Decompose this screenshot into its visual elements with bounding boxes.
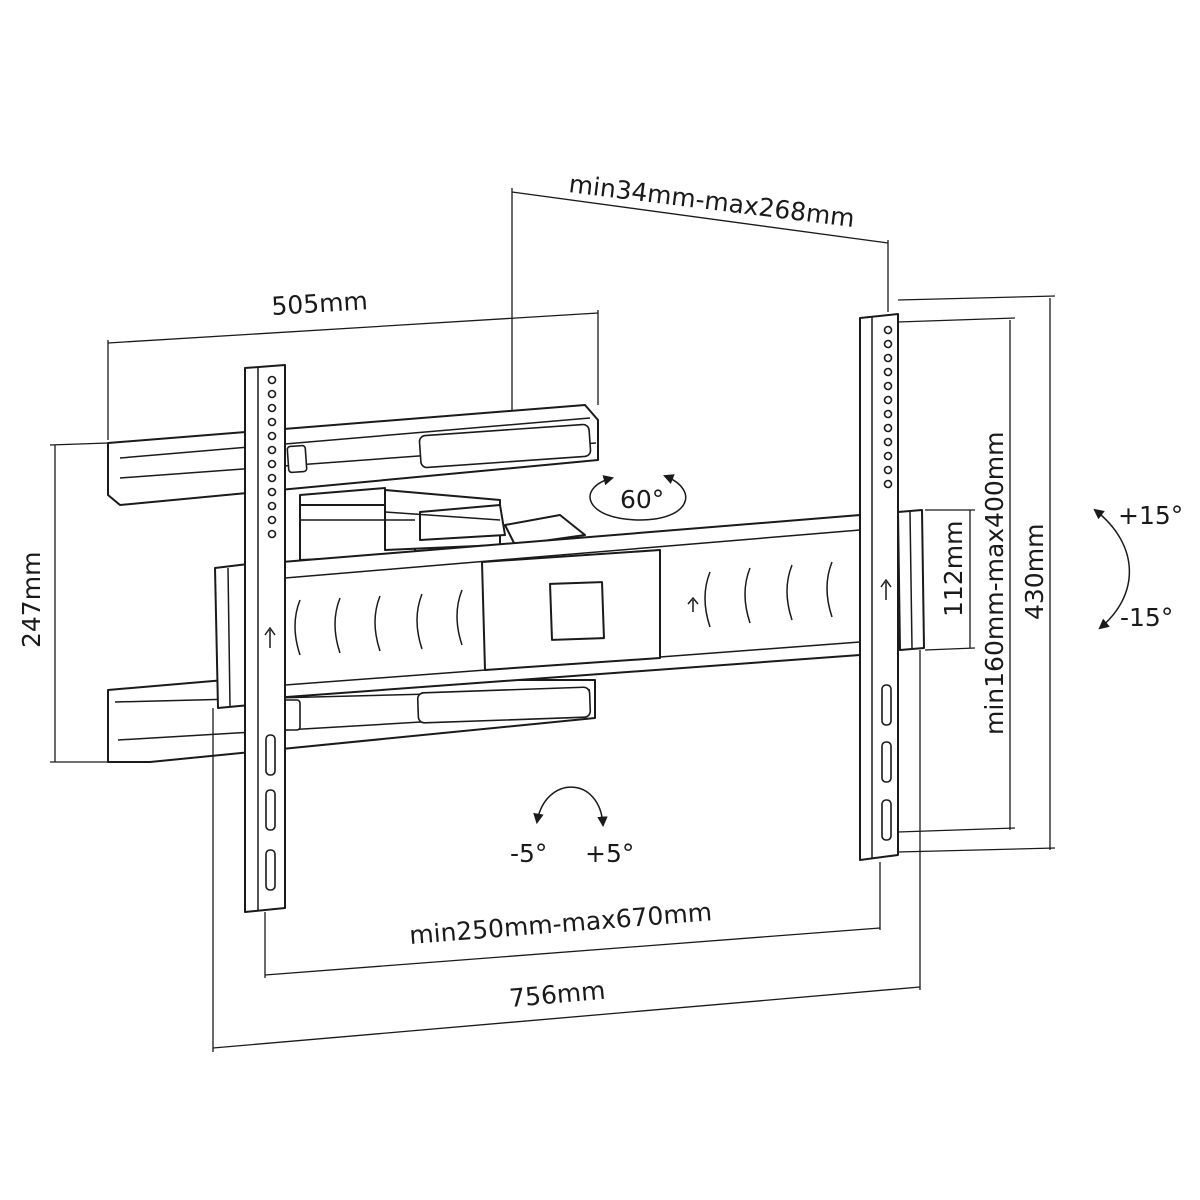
tv-bracket-height-label: 430mm [1020, 524, 1049, 620]
arm-depth-label: min34mm-max268mm [567, 169, 856, 233]
articulating-arm [299, 487, 586, 561]
vertical-hole-spacing-label: min160mm-max400mm [980, 432, 1009, 735]
tilt-down-label: -15° [1120, 603, 1173, 632]
right-tv-bracket [859, 313, 899, 861]
swivel-arrow-icon [589, 474, 687, 521]
bar-clips-right [704, 561, 833, 628]
horizontal-hole-spacing-label: min250mm-max670mm [408, 897, 713, 950]
left-tv-bracket [244, 364, 286, 913]
right-bracket-holes [883, 325, 893, 489]
bar-arrow-icon [687, 596, 699, 612]
angle-labels: 60° +15° -15° -5° +5° [510, 485, 1183, 868]
swivel-angle-label: 60° [620, 485, 664, 514]
wall-plate-upper-rail [107, 404, 599, 506]
level-left-label: -5° [510, 839, 547, 868]
wall-plate-height-label: 247mm [17, 552, 46, 648]
center-slider-window [549, 581, 605, 641]
right-bracket-up-arrow-icon [880, 578, 892, 600]
right-bracket-slots [881, 684, 892, 841]
wall-plate-lower-slot [416, 686, 592, 724]
wall-plate [107, 404, 599, 763]
bar-clips-left [294, 589, 463, 656]
dimension-lines [49, 188, 1056, 1052]
wall-plate-width-label: 505mm [271, 286, 369, 321]
angle-indicators [533, 474, 1131, 828]
total-width-label: 756mm [508, 976, 607, 1013]
cross-bar-height-label: 112mm [939, 521, 968, 617]
tilt-up-label: +15° [1118, 501, 1183, 530]
left-bracket-slots [265, 734, 276, 891]
left-bracket-holes [267, 375, 277, 539]
wall-plate-upper-slot [418, 423, 592, 469]
level-arrow-icon [533, 786, 608, 828]
level-right-label: +5° [585, 839, 634, 868]
left-bracket-up-arrow-icon [264, 626, 276, 648]
tilt-arrow-icon [1093, 508, 1131, 630]
